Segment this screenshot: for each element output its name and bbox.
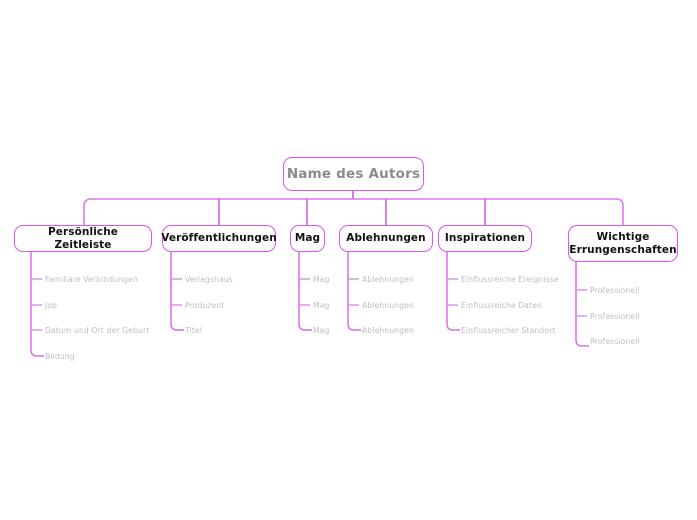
leaf-item[interactable]: Mag xyxy=(313,326,330,335)
branch-node-inspirationen[interactable]: Inspirationen xyxy=(438,225,532,252)
leaf-item[interactable]: Produzent xyxy=(185,301,225,310)
root-node[interactable]: Name des Autors xyxy=(283,157,424,191)
branch-label-line2: Errungenschaften xyxy=(569,243,677,256)
leaf-item[interactable]: Job xyxy=(45,301,58,310)
branch-node-mag[interactable]: Mag xyxy=(290,225,325,252)
leaf-item[interactable]: Verlagshaus xyxy=(185,275,233,284)
leaf-item[interactable]: Einflussreiche Daten xyxy=(461,301,543,310)
leaf-item[interactable]: Ablehnungen xyxy=(362,301,415,310)
branch-node-veroeffentlichungen[interactable]: Veröffentlichungen xyxy=(161,225,277,252)
leaf-item[interactable]: Familiäre Verbindungen xyxy=(45,275,138,284)
leaf-item[interactable]: Bildung xyxy=(45,352,75,361)
leaf-item[interactable]: Mag xyxy=(313,301,330,310)
leaf-item[interactable]: Einflussreicher Standort xyxy=(461,326,556,335)
leaf-item[interactable]: Ablehnungen xyxy=(362,275,415,284)
leaf-item[interactable]: Titel xyxy=(185,326,203,335)
branch-node-ablehnungen[interactable]: Ablehnungen xyxy=(339,225,433,252)
leaf-item[interactable]: Professionell xyxy=(590,337,640,346)
branch-node-wichtige-errungenschaften[interactable]: Wichtige Errungenschaften xyxy=(568,225,678,262)
leaf-item[interactable]: Mag xyxy=(313,275,330,284)
branch-node-persoenliche-zeitleiste[interactable]: Persönliche Zeitleiste xyxy=(14,225,152,252)
leaf-item[interactable]: Einflussreiche Ereignisse xyxy=(461,275,559,284)
branch-label-line1: Wichtige xyxy=(596,230,650,243)
leaf-item[interactable]: Datum und Ort der Geburt xyxy=(45,326,150,335)
leaf-item[interactable]: Professionell xyxy=(590,286,640,295)
leaf-item[interactable]: Ablehnungen xyxy=(362,326,415,335)
leaf-item[interactable]: Professionell xyxy=(590,312,640,321)
